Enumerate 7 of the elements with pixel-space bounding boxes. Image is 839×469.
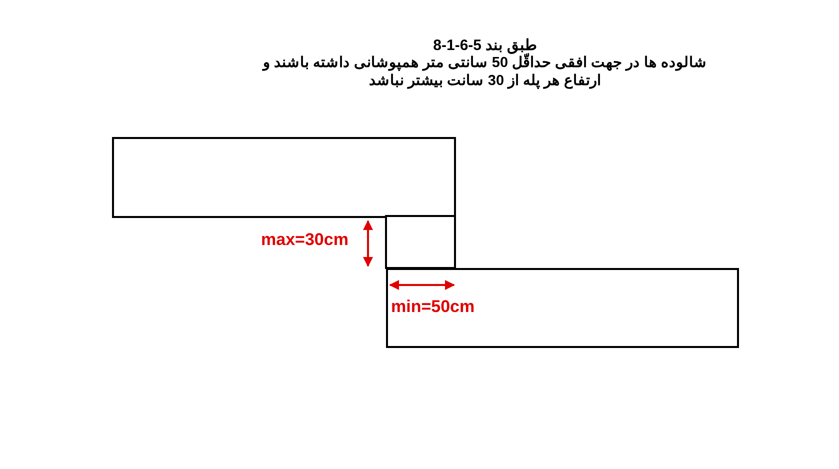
note-text: شالوده ها در جهت افقی حداقّل 50 سانتی متر همپوشانی داشته باشند و ارتفاع هر پله از 30 سانت بیشتر نباشد (261, 54, 708, 90)
footing-block (385, 215, 456, 269)
dimension-text: max=30cm (261, 230, 348, 250)
dimension-text: min=50cm (391, 297, 475, 317)
footing-block (112, 137, 456, 218)
title: طبق بند 5-6-1-8 (432, 36, 537, 54)
footing-block (386, 268, 739, 348)
